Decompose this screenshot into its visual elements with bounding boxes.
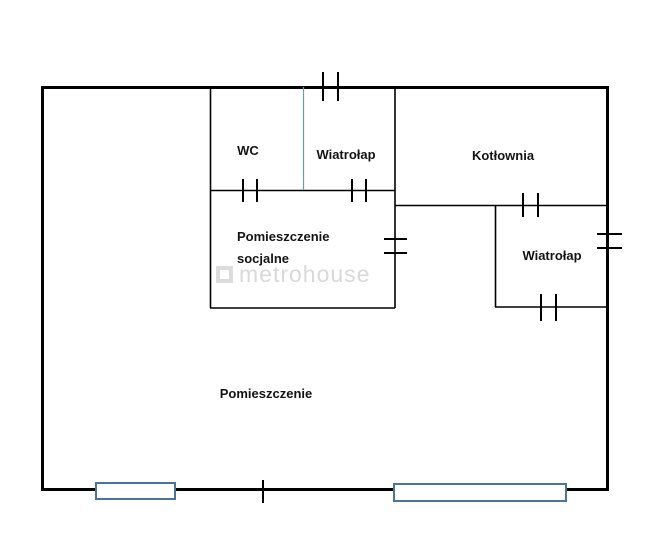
watermark: metrohouse [216,261,370,288]
window-right [393,483,567,502]
room-label-pomieszczenie: Pomieszczenie [219,386,313,401]
room-label-socjalne-line2: socjalne [237,251,290,266]
room-label-kotlownia: Kotłownia [471,148,535,163]
room-label-wiatrolap-top: Wiatrołap [316,147,376,162]
door-marker-right-outer-wall [597,233,622,249]
windows [95,482,567,502]
watermark-text: metrohouse [239,261,371,287]
interior-walls [209,87,608,309]
room-label-wc: WC [237,143,259,158]
outer-wall [41,86,609,491]
door-marker-wiatrolap-socjalne [351,179,367,202]
door-marker-wiatrolap-bottom [540,294,557,321]
door-marker-wc [242,179,258,202]
door-marker-socjalne-right [384,238,407,254]
room-label-socjalne-line1: Pomieszczenie [237,229,330,244]
window-left [95,482,176,500]
watermark-logo-icon [216,266,233,283]
room-label-pomieszczenie-socjalne: Pomieszczenie socjalne [237,226,367,270]
door-marks [242,72,622,503]
room-label-wiatrolap-right: Wiatrołap [522,248,582,263]
door-marker-kotlownia-wiatrolap [522,193,539,217]
door-marker-top-wiatrolap [322,72,339,101]
